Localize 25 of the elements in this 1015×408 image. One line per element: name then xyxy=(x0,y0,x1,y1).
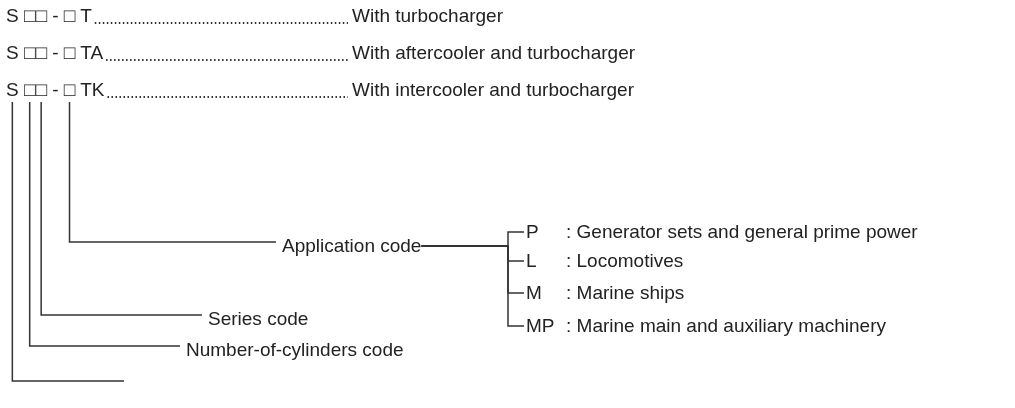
code-meaning: : Locomotives xyxy=(566,250,684,271)
code-letter: P xyxy=(526,221,540,243)
dot-leader xyxy=(93,22,349,24)
model-code: S □□ - □ TK xyxy=(6,79,105,101)
code-meaning: : Generator sets and general prime power xyxy=(566,221,918,242)
leader-line xyxy=(40,101,203,316)
description-text: With aftercooler and turbocharger xyxy=(352,42,636,64)
model-code: S □□ - □ T xyxy=(6,5,92,27)
description-text: With turbocharger xyxy=(352,5,503,27)
code-label: Number-of-cylinders code xyxy=(186,339,404,361)
description-text: With intercooler and turbocharger xyxy=(352,79,634,101)
code-letter: L xyxy=(526,250,538,272)
model-code: S □□ - □ TA xyxy=(6,42,104,64)
dot-leader xyxy=(105,59,349,61)
code-letter: MP xyxy=(526,315,556,337)
leader-line xyxy=(68,101,277,243)
code-label: Application code xyxy=(282,235,422,257)
leader-line xyxy=(28,101,181,347)
code-letter: M xyxy=(526,282,543,304)
code-label: Series code xyxy=(208,308,309,330)
leader-line xyxy=(11,101,125,382)
code-meaning: : Marine ships xyxy=(566,282,685,303)
dot-leader xyxy=(106,96,349,98)
bracket-line xyxy=(420,245,525,327)
code-meaning: : Marine main and auxiliary machinery xyxy=(566,315,886,336)
